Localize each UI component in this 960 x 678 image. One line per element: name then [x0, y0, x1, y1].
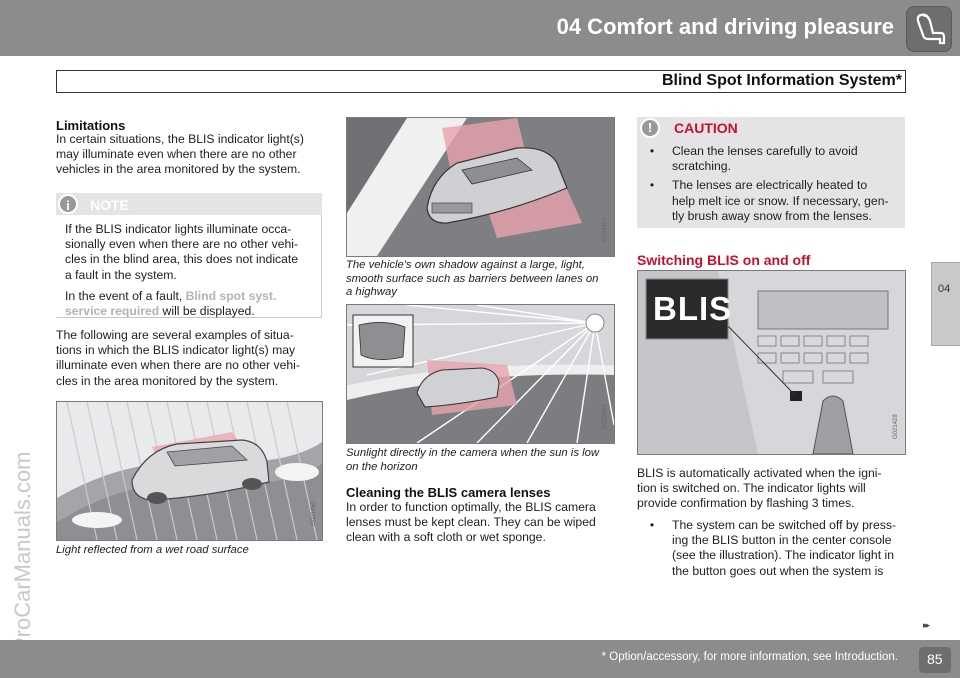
caution-box — [637, 139, 905, 228]
chapter-side-tab[interactable] — [931, 262, 960, 346]
activation-text: BLIS is automatically activated when the… — [637, 466, 882, 511]
page-number: 85 — [927, 651, 943, 667]
examples-text: The following are several examples of si… — [56, 328, 300, 388]
center-console-illustration: BLIS G021428 — [637, 270, 906, 455]
switch-off-bullet: • The system can be switched off by pres… — [649, 518, 896, 578]
section-title: Blind Spot Information System* — [661, 72, 902, 89]
watermark: ProCarManuals.com — [10, 451, 35, 652]
cleaning-text: In order to function optimally, the BLIS… — [346, 500, 596, 545]
image-code: G021451 — [602, 217, 608, 242]
caution-header — [637, 117, 905, 139]
chapter-side-tab-label: 04 — [938, 283, 951, 295]
footer-bar — [0, 640, 960, 678]
fault-message: Blind spot syst. — [185, 288, 277, 303]
note-box — [56, 193, 322, 318]
chapter-title: 04 Comfort and driving pleasure — [556, 14, 894, 39]
blis-button-label: BLIS — [653, 290, 733, 327]
note-header — [56, 193, 322, 215]
image-code: G021452 — [602, 404, 608, 429]
info-icon: i — [58, 194, 78, 214]
switching-heading: Switching BLIS on and off — [637, 252, 811, 268]
shadow-caption: The vehicle's own shadow against a large… — [346, 259, 599, 299]
footer-note: * Option/accessory, for more information… — [601, 651, 898, 663]
limitations-text: In certain situations, the BLIS indicato… — [56, 132, 304, 177]
cleaning-heading: Cleaning the BLIS camera lenses — [346, 485, 551, 500]
wet-road-illustration: G021450 — [56, 401, 323, 541]
note-label: NOTE — [90, 197, 129, 213]
chapter-header-bar — [0, 0, 960, 56]
caution-bullets: • Clean the lenses carefully to avoid sc… — [649, 144, 889, 223]
warning-icon: ! — [640, 118, 660, 138]
seat-icon — [906, 6, 952, 52]
sunlight-caption: Sunlight directly in the camera when the… — [346, 447, 600, 473]
image-code: G021428 — [893, 414, 899, 439]
limitations-heading: Limitations — [56, 118, 126, 133]
image-code: G021450 — [311, 501, 317, 526]
shadow-illustration: G021451 — [346, 117, 615, 257]
continued-arrows: ▸▸ — [923, 620, 930, 630]
note-text: If the BLIS indicator lights illuminate … — [65, 222, 299, 319]
page-number-box — [919, 647, 951, 673]
caution-label: CAUTION — [674, 120, 738, 136]
section-title-bar — [56, 70, 906, 93]
sunlight-illustration: G021452 — [346, 304, 615, 444]
wet-road-caption: Light reflected from a wet road surface — [56, 544, 249, 556]
